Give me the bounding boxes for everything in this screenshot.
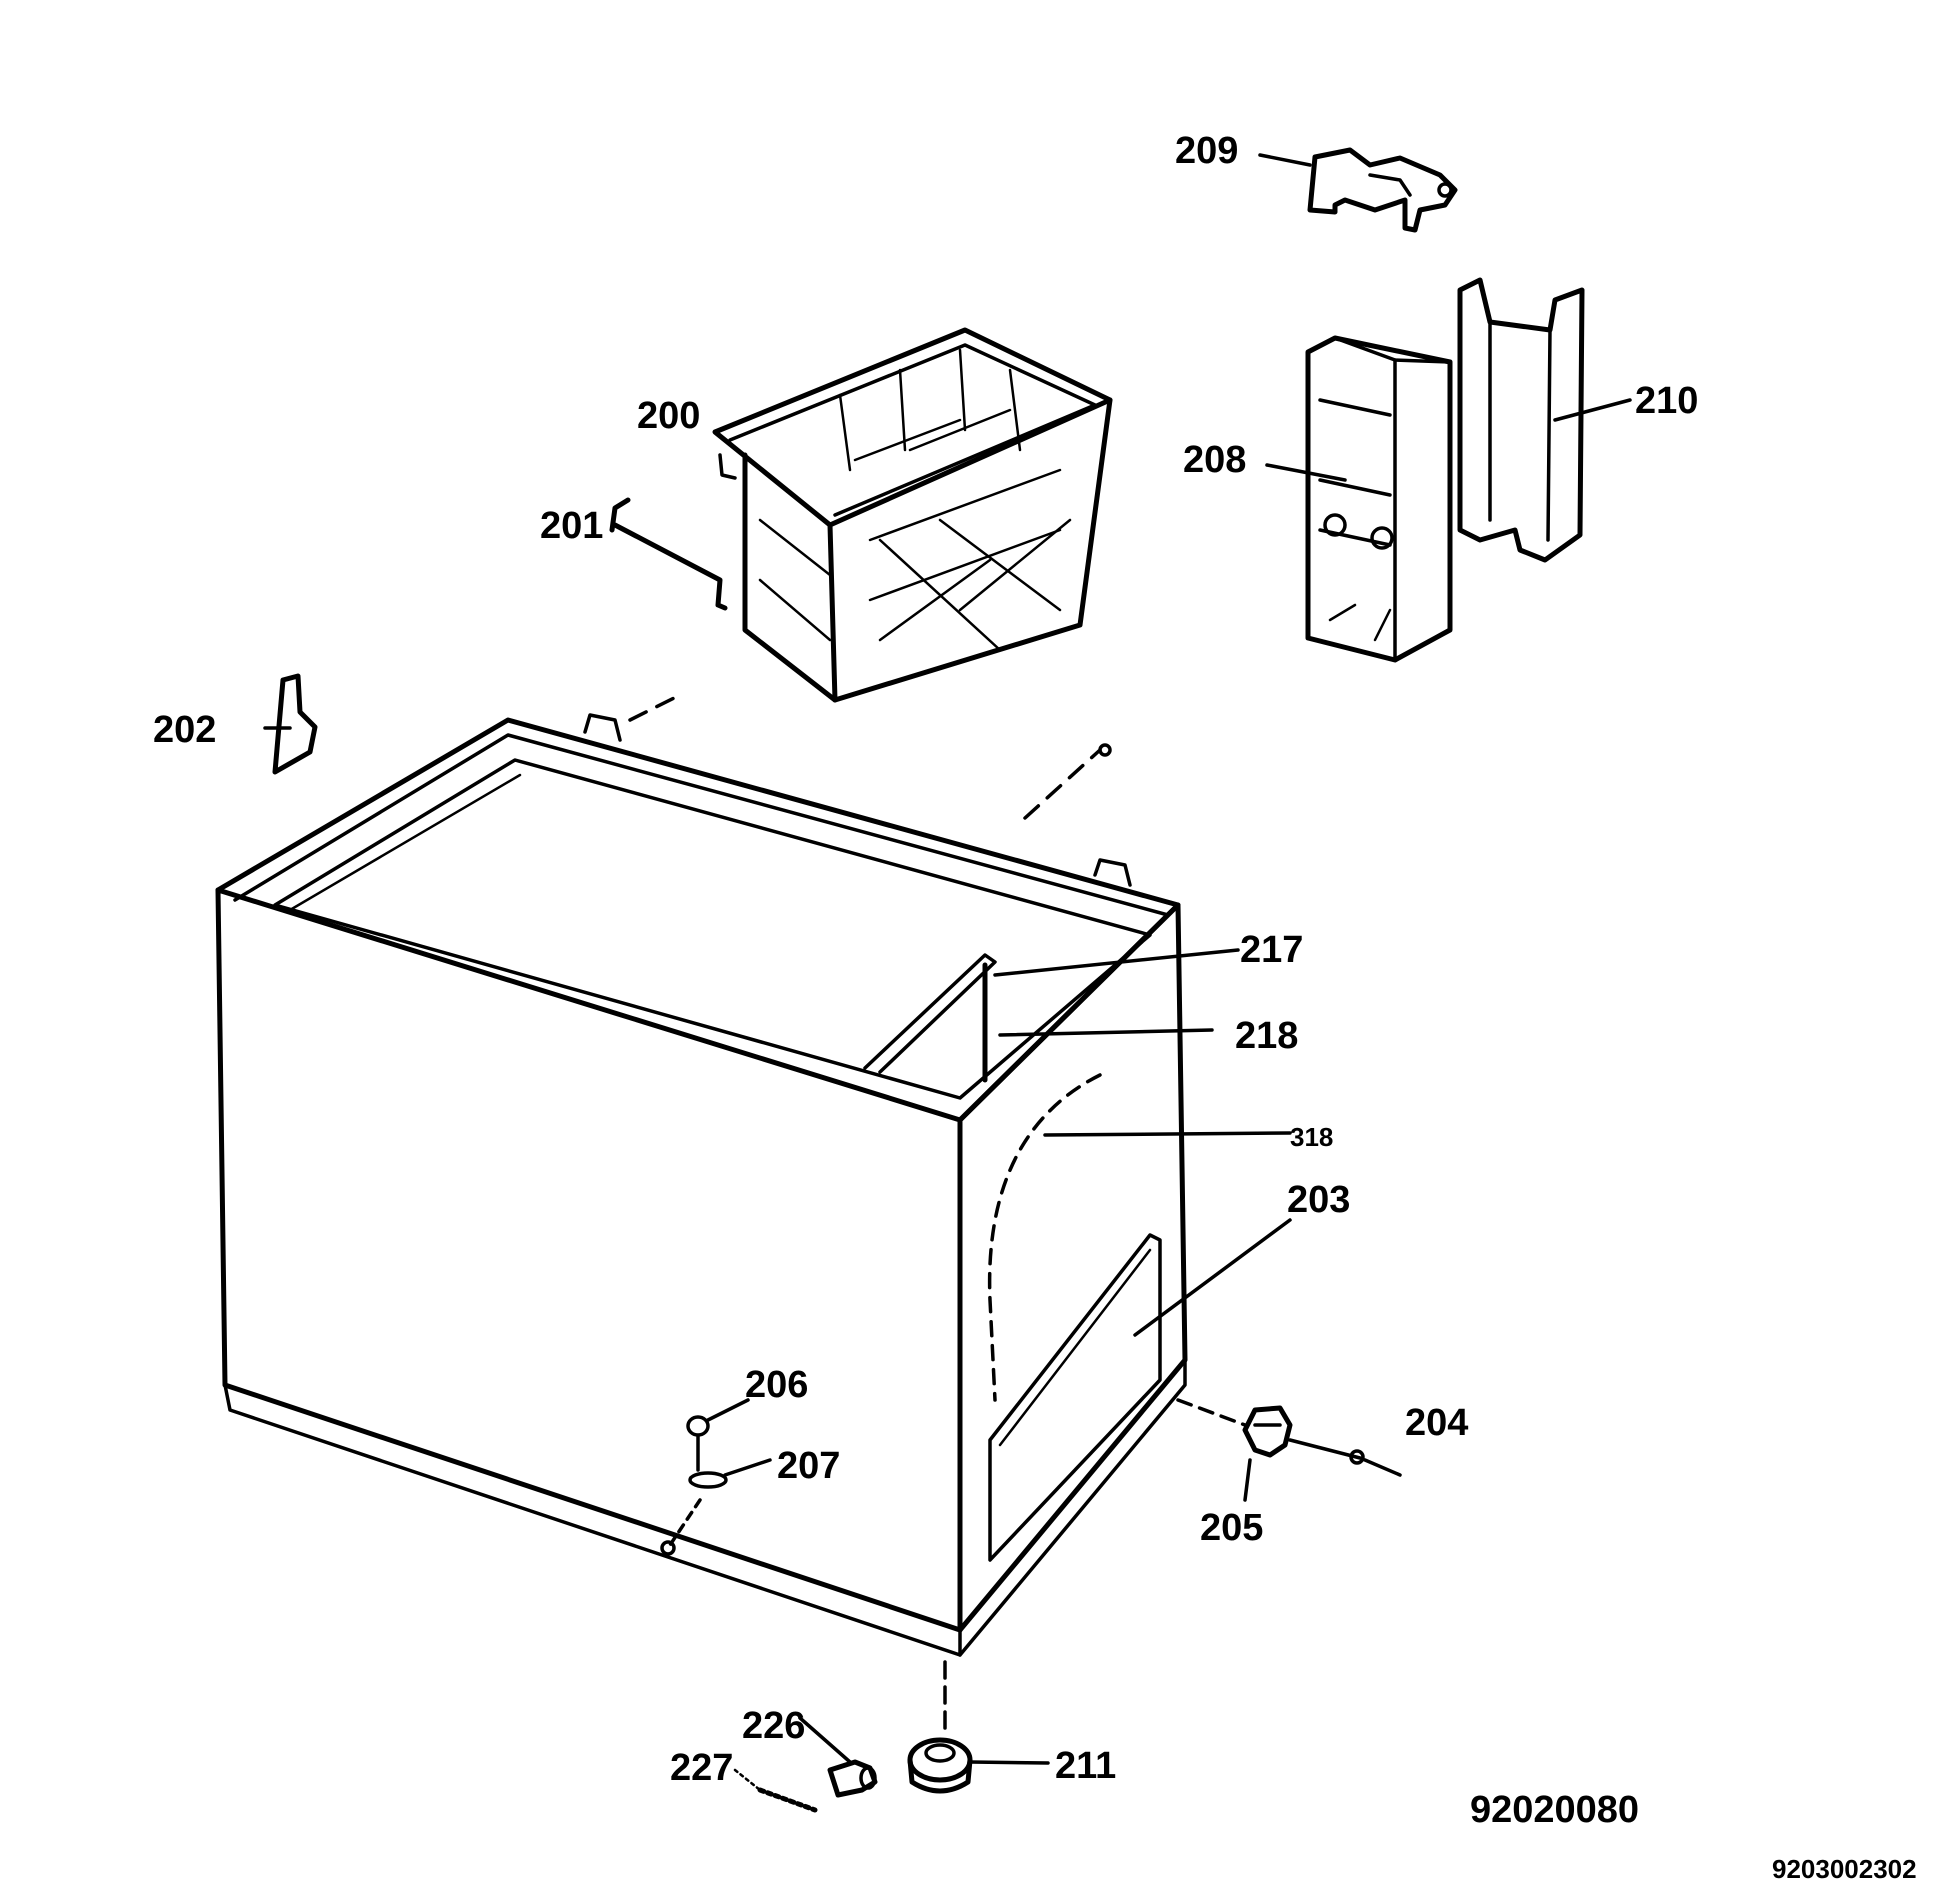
dashed-guide-line	[628, 693, 682, 722]
label-217: 217	[1240, 929, 1303, 971]
label-218: 218	[1235, 1015, 1298, 1057]
spring-part-227	[757, 1787, 818, 1813]
screw-symbol	[1098, 743, 1112, 757]
cover-part-210	[1457, 277, 1585, 563]
label-227: 227	[670, 1747, 733, 1789]
part-labels: 209 200 210 208 201 202 217 218 318 203 …	[153, 130, 1917, 1884]
label-203: 203	[1287, 1179, 1350, 1221]
basket-part	[712, 327, 1113, 703]
label-211: 211	[1055, 1745, 1116, 1787]
dashed-guide-line	[1023, 748, 1102, 820]
drawing-number: 92020080	[1470, 1789, 1639, 1831]
freezer-cabinet	[215, 713, 1188, 1657]
document-number: 9203002302	[1772, 1854, 1917, 1884]
label-204: 204	[1405, 1402, 1468, 1444]
label-200: 200	[637, 395, 700, 437]
clip-part-209	[1307, 147, 1458, 233]
bracket-part-202	[272, 673, 318, 775]
leader-lines	[263, 153, 1632, 1792]
basket-handle-part	[609, 497, 728, 611]
label-226: 226	[742, 1705, 805, 1747]
label-210: 210	[1635, 380, 1698, 422]
label-318: 318	[1290, 1122, 1333, 1152]
thermostat-housing-part-208	[1305, 335, 1453, 663]
label-206: 206	[745, 1364, 808, 1406]
label-201: 201	[540, 505, 603, 547]
foot-part-211	[907, 1660, 973, 1794]
label-202: 202	[153, 709, 216, 751]
label-209: 209	[1175, 130, 1238, 172]
adjustable-foot-part-205	[1176, 1398, 1402, 1477]
label-207: 207	[777, 1445, 840, 1487]
pin-part-226	[827, 1759, 878, 1798]
label-205: 205	[1200, 1507, 1263, 1549]
label-208: 208	[1183, 439, 1246, 481]
